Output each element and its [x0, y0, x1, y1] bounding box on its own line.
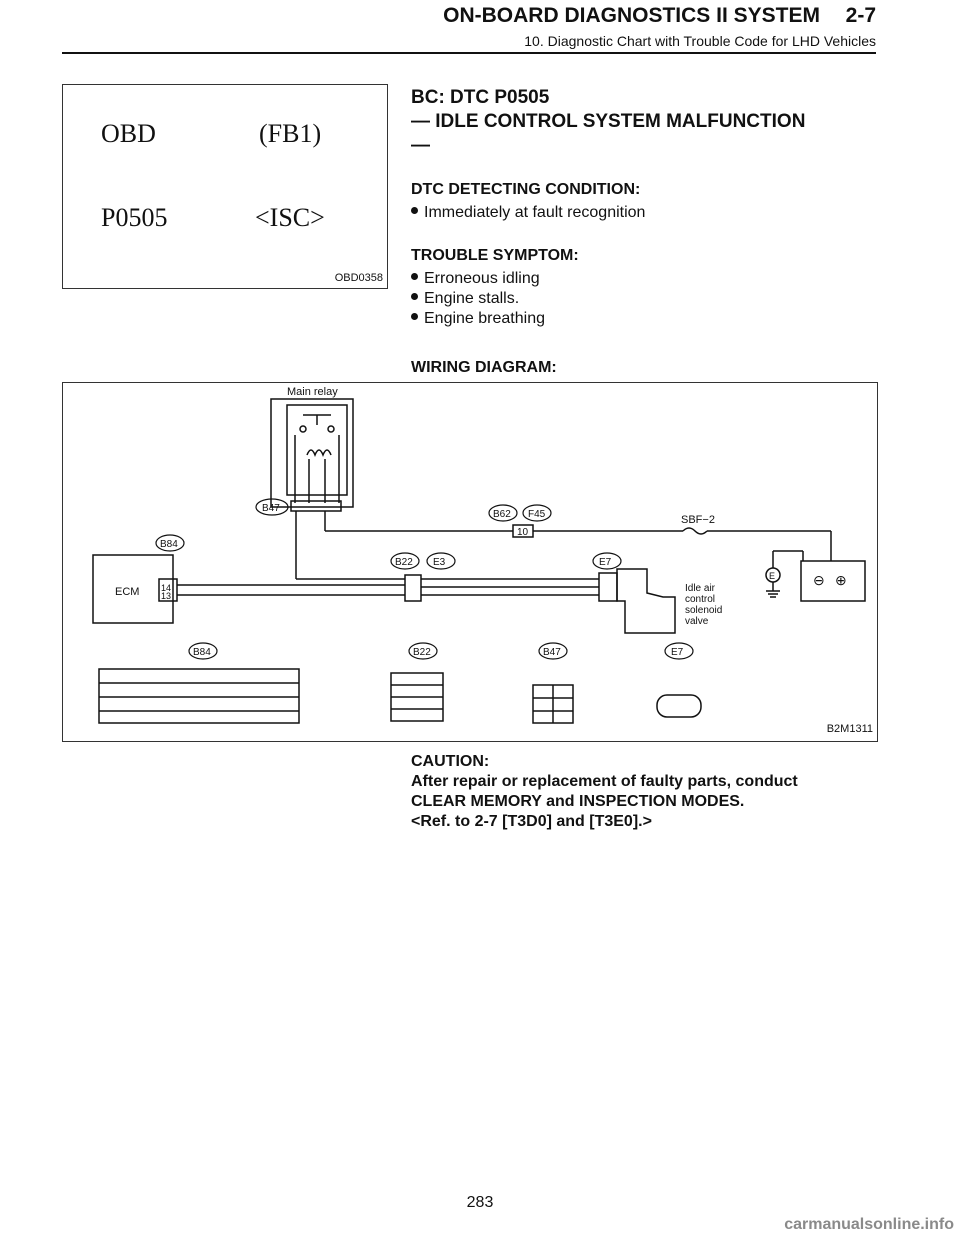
caution-title: CAUTION: — [411, 753, 490, 770]
symptom-item: Engine breathing — [411, 309, 881, 329]
obd-isc-label: <ISC> — [255, 203, 325, 232]
e7-connector-face — [656, 694, 702, 718]
detecting-condition-title: DTC DETECTING CONDITION: — [411, 181, 641, 198]
trouble-symptom-section: TROUBLE SYMPTOM: Erroneous idling Engine… — [411, 246, 881, 329]
caution-note: CAUTION: After repair or replacement of … — [411, 752, 879, 832]
b84-connector-face — [98, 668, 300, 724]
caution-line: After repair or replacement of faulty pa… — [411, 773, 798, 790]
wiring-title-text: WIRING DIAGRAM: — [411, 359, 557, 376]
isc-label-1: Idle air — [685, 583, 716, 594]
pin-14: 14 — [161, 583, 171, 593]
bullet-icon — [411, 293, 418, 301]
dtc-title: BC: DTC P0505 — [411, 87, 550, 108]
detecting-item: Immediately at fault recognition — [411, 203, 881, 223]
caution-ref: <Ref. to 2-7 [T3D0] and [T3E0].> — [411, 813, 652, 830]
obd-dtc-code: P0505 — [101, 203, 168, 232]
watermark: carmanualsonline.info — [784, 1216, 954, 1233]
dtc-title-line3: — — [411, 135, 430, 156]
f45-tag: F45 — [528, 509, 546, 520]
b22-tag: B22 — [395, 557, 413, 568]
symptom-item: Erroneous idling — [411, 269, 881, 289]
battery-symbol — [800, 560, 866, 602]
dtc-title-line2: — IDLE CONTROL SYSTEM MALFUNCTION — [411, 111, 806, 132]
trouble-symptom-title: TROUBLE SYMPTOM: — [411, 247, 579, 264]
e3-tag: E3 — [433, 557, 446, 568]
header-rule — [62, 52, 876, 54]
e7-tag: E7 — [599, 557, 612, 568]
b84-tag: B84 — [160, 539, 178, 550]
diagram-ref: B2M1311 — [826, 723, 873, 735]
b47-tag-bottom: B47 — [543, 647, 561, 658]
b22-tag-bottom: B22 — [413, 647, 431, 658]
wiring-diagram: Main relay B47 B62 F45 10 SBF−2 B84 B22 … — [62, 382, 878, 742]
battery-plus-icon: ⊕ — [835, 572, 847, 588]
bullet-icon — [411, 273, 418, 281]
main-relay-label: Main relay — [287, 386, 338, 398]
pin-13: 13 — [161, 591, 171, 601]
e7-tag-bottom: E7 — [671, 647, 684, 658]
bullet-icon — [411, 207, 418, 215]
header-subtitle: 10. Diagnostic Chart with Trouble Code f… — [524, 33, 876, 49]
battery-minus-icon: ⊖ — [813, 572, 825, 588]
detecting-condition-section: DTC DETECTING CONDITION: Immediately at … — [411, 180, 881, 223]
wiring-diagram-svg: Main relay B47 B62 F45 10 SBF−2 B84 B22 … — [92, 386, 866, 724]
bullet-icon — [411, 313, 418, 321]
obd-code-fb1: (FB1) — [259, 119, 322, 148]
b62-tag: B62 — [493, 509, 511, 520]
sbf-label: SBF−2 — [681, 514, 715, 526]
obd-label: OBD — [101, 119, 156, 148]
main-relay-box — [270, 398, 354, 508]
ecm-label: ECM — [115, 586, 139, 598]
main-relay-inner — [286, 404, 348, 496]
ground-e-label: E — [769, 571, 775, 581]
page-number: 283 — [466, 1194, 494, 1211]
figure-ref: OBD0358 — [334, 272, 383, 284]
isc-label-3: solenoid — [685, 605, 722, 616]
obd-display-figure: OBD (FB1) P0505 <ISC> OBD0358 — [62, 84, 388, 289]
dtc-heading: BC: DTC P0505 — IDLE CONTROL SYSTEM MALF… — [411, 86, 881, 158]
b84-tag-bottom: B84 — [193, 647, 211, 658]
wiring-diagram-title: WIRING DIAGRAM: — [411, 358, 881, 378]
ecm-box — [92, 554, 174, 624]
header-section: 2-7 — [845, 4, 876, 27]
header-title: ON-BOARD DIAGNOSTICS II SYSTEM — [443, 4, 820, 27]
b47-tag: B47 — [262, 503, 280, 514]
pin-10: 10 — [517, 527, 529, 538]
isc-label-2: control — [685, 594, 715, 605]
caution-line: CLEAR MEMORY and INSPECTION MODES. — [411, 793, 745, 810]
symptom-item: Engine stalls. — [411, 289, 881, 309]
isc-label-4: valve — [685, 616, 709, 627]
